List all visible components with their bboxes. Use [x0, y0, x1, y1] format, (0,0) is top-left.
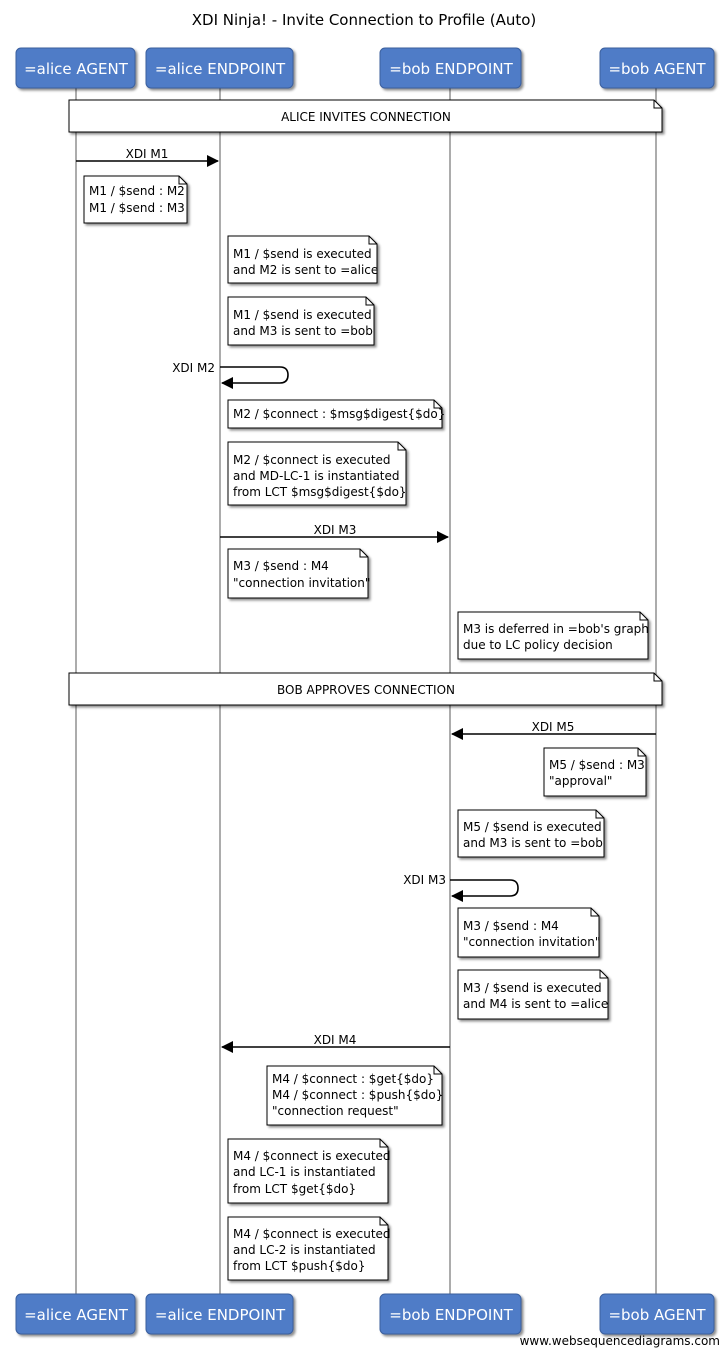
note: M1 / $send is executed and M2 is sent to… [227, 235, 378, 284]
message-m3-self: XDI M3 [403, 873, 519, 902]
actor-label: =alice AGENT [24, 60, 129, 78]
note-line: M2 / $connect : $msg$digest{$do} [233, 407, 445, 421]
note: M4 / $connect : $get{$do} M4 / $connect … [266, 1065, 443, 1126]
note: M5 / $send : M3 "approval" [543, 747, 647, 797]
section-label: BOB APPROVES CONNECTION [277, 683, 455, 697]
actor-label: =bob AGENT [608, 60, 706, 78]
section-bob-approves: BOB APPROVES CONNECTION [68, 672, 663, 706]
note-line: and M2 is sent to =alice [233, 263, 378, 277]
message-m3: XDI M3 [220, 523, 449, 543]
note: M4 / $connect is executed and LC-2 is in… [227, 1216, 391, 1281]
message-label: XDI M5 [532, 720, 575, 734]
note-line: M5 / $send : M3 [549, 758, 645, 772]
actor-label: =bob ENDPOINT [389, 1306, 513, 1324]
note-line: M1 / $send : M2 [89, 184, 185, 198]
message-m1: XDI M1 [76, 147, 219, 167]
note-line: M1 / $send is executed [233, 308, 372, 322]
message-m5: XDI M5 [451, 720, 656, 740]
message-m2-self: XDI M2 [172, 361, 289, 389]
note: M1 / $send is executed and M3 is sent to… [227, 296, 375, 346]
section-label: ALICE INVITES CONNECTION [281, 110, 451, 124]
message-label: XDI M3 [403, 873, 446, 887]
note-line: due to LC policy decision [463, 638, 613, 652]
note-line: and LC-2 is instantiated [233, 1243, 376, 1257]
actor-alice-agent-top: =alice AGENT [15, 47, 136, 89]
actor-label: =bob AGENT [608, 1306, 706, 1324]
message-label: XDI M2 [172, 361, 215, 375]
note-line: M3 / $send : M4 [233, 559, 329, 573]
note-line: M3 is deferred in =bob's graph [463, 622, 649, 636]
note-line: from LCT $push{$do} [233, 1259, 366, 1273]
note-line: M4 / $connect is executed [233, 1149, 391, 1163]
actor-bob-endpoint-bottom: =bob ENDPOINT [379, 1293, 522, 1335]
note-line: and M3 is sent to =bob [233, 324, 373, 338]
note: M1 / $send : M2 M1 / $send : M3 [83, 175, 188, 224]
note-line: M4 / $connect : $get{$do} [272, 1072, 434, 1086]
note-line: "connection invitation" [233, 576, 370, 590]
note-line: M4 / $connect is executed [233, 1227, 391, 1241]
note: M4 / $connect is executed and LC-1 is in… [227, 1138, 391, 1204]
actor-label: =alice AGENT [24, 1306, 129, 1324]
message-m4: XDI M4 [221, 1033, 450, 1053]
actor-alice-agent-bottom: =alice AGENT [15, 1293, 136, 1335]
note-line: "approval" [549, 774, 612, 788]
note-line: and M3 is sent to =bob [463, 836, 603, 850]
note-line: "connection request" [272, 1104, 399, 1118]
note: M2 / $connect is executed and MD-LC-1 is… [227, 441, 407, 506]
diagram-title: XDI Ninja! - Invite Connection to Profil… [192, 11, 537, 29]
message-label: XDI M1 [126, 147, 169, 161]
note-line: from LCT $get{$do} [233, 1182, 356, 1196]
footer-watermark: www.websequencediagrams.com [519, 1334, 720, 1348]
message-label: XDI M4 [314, 1033, 357, 1047]
note-line: M3 / $send : M4 [463, 919, 559, 933]
note-line: and M4 is sent to =alice [463, 997, 608, 1011]
actor-bob-endpoint-top: =bob ENDPOINT [379, 47, 522, 89]
actor-alice-endpoint-bottom: =alice ENDPOINT [145, 1293, 294, 1335]
actor-bob-agent-bottom: =bob AGENT [599, 1293, 715, 1335]
note-line: M2 / $connect is executed [233, 453, 391, 467]
section-alice-invites: ALICE INVITES CONNECTION [68, 99, 663, 133]
note: M3 / $send : M4 "connection invitation" [457, 907, 600, 958]
actor-label: =alice ENDPOINT [155, 1306, 286, 1324]
note: M3 is deferred in =bob's graph due to LC… [457, 611, 649, 660]
note-line: and LC-1 is instantiated [233, 1165, 376, 1179]
note-line: M1 / $send is executed [233, 247, 372, 261]
note-line: M3 / $send is executed [463, 981, 602, 995]
note-line: M1 / $send : M3 [89, 201, 185, 215]
note-line: and MD-LC-1 is instantiated [233, 469, 400, 483]
actor-label: =alice ENDPOINT [155, 60, 286, 78]
message-label: XDI M3 [314, 523, 357, 537]
actor-alice-endpoint-top: =alice ENDPOINT [145, 47, 294, 89]
note-line: M5 / $send is executed [463, 820, 602, 834]
note: M5 / $send is executed and M3 is sent to… [457, 809, 605, 858]
note: M2 / $connect : $msg$digest{$do} [227, 399, 445, 429]
note-line: M4 / $connect : $push{$do} [272, 1088, 443, 1102]
actor-bob-agent-top: =bob AGENT [599, 47, 715, 89]
note: M3 / $send is executed and M4 is sent to… [457, 969, 609, 1020]
actor-label: =bob ENDPOINT [389, 60, 513, 78]
note: M3 / $send : M4 "connection invitation" [227, 548, 370, 599]
note-line: from LCT $msg$digest{$do} [233, 485, 407, 499]
note-line: "connection invitation" [463, 935, 600, 949]
